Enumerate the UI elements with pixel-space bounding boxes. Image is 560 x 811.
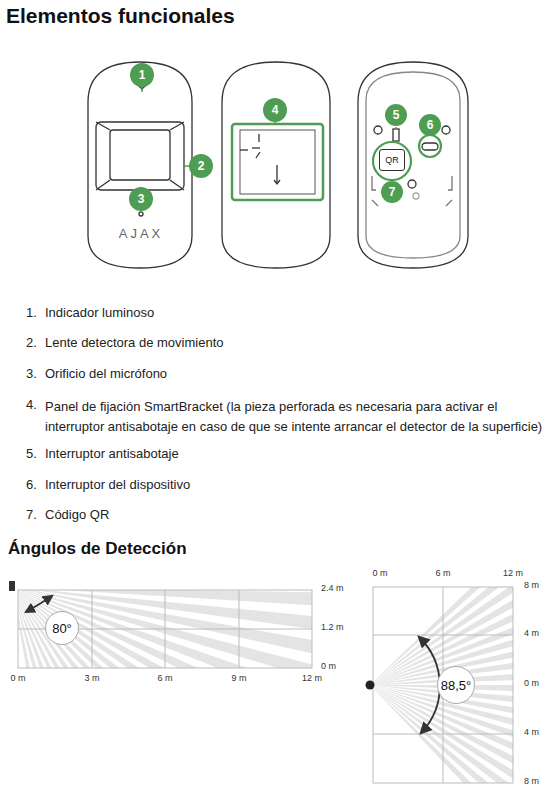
list-number: 5. [26,446,37,463]
axis-label: 0 m [10,673,25,685]
callout-number: 7 [381,181,403,203]
axis-label: 4 m [524,628,539,640]
node-text: QR [385,155,399,165]
node-text: 1 [139,68,146,82]
node-text: 88,5° [441,678,472,693]
axis-label: 9 m [231,673,246,685]
logo-text: AJAX [119,226,164,243]
grid-top [366,393,560,811]
axis-label: 4 m [524,727,539,739]
node-text: 3 [138,192,145,206]
angle-circle: 88,5° [437,666,475,704]
axis-label: 8 m [524,776,539,788]
callout-number: 5 [385,104,407,126]
list-number: 2. [26,335,37,352]
angle-circle: 80° [45,611,79,645]
list-item: Orificio del micrófono [45,366,167,383]
qr-code: QR [379,149,405,171]
node-text: 6 [427,118,434,132]
list-item: Indicador luminoso [45,305,154,322]
section-heading: Ángulos de Detección [8,538,187,560]
axis-label: 0 m [372,568,387,580]
axis-label: 1.2 m [321,622,344,634]
callout-number: 2 [189,154,213,178]
axis-label: 0 m [321,661,336,673]
list-item: Panel de fijación SmartBracket (la pieza… [45,397,545,437]
axis-label: 2.4 m [321,583,344,595]
axis-label: 12 m [302,673,322,685]
list-item: Interruptor del dispositivo [45,477,190,494]
list-number: 4. [26,397,37,414]
list-number: 3. [26,366,37,383]
node-text: 4 [272,103,279,117]
axis-label: 3 m [84,673,99,685]
list-number: 1. [26,305,37,322]
title: Elementos funcionales [6,2,235,29]
grid-side [9,581,432,811]
leader-lines [141,87,396,213]
list-number: 6. [26,477,37,494]
list-item: Lente detectora de movimiento [45,335,224,352]
axis-label: 0 m [524,678,539,690]
list-item: Interruptor antisabotaje [45,446,179,463]
axis-label: 6 m [157,673,172,685]
node-text: 2 [198,159,205,173]
node-text: 7 [389,185,396,199]
device-inside [358,62,468,268]
callout-number: 3 [129,187,153,211]
node-text: 5 [393,108,400,122]
node-text: 80° [52,621,72,636]
list-item: Código QR [45,507,109,524]
device-front [88,62,192,268]
axis-label: 6 m [435,568,450,580]
callout-number: 4 [263,98,287,122]
list-number: 7. [26,507,37,524]
callout-number: 6 [419,114,441,136]
callout-number: 1 [130,63,154,87]
axis-label: 8 m [524,580,539,592]
axis-label: 12 m [503,568,523,580]
device-back [222,62,330,268]
